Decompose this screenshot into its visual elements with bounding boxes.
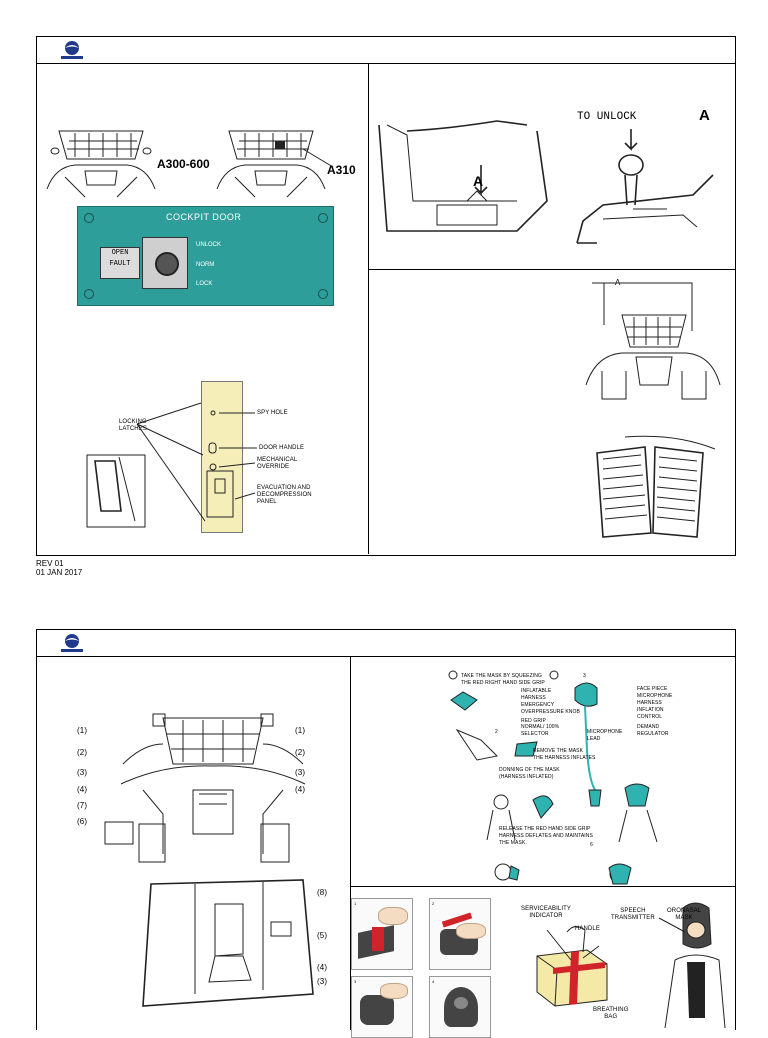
locking-latches-callout: LOCKING LATCHES <box>119 419 147 432</box>
pbe-step-3-photo: 3 <box>351 976 413 1038</box>
pbe-person-sketch <box>658 902 726 1029</box>
callout-right-2: (2) <box>295 748 306 757</box>
mask-step-5: RELEASE THE RED HAND SIDE GRIP HARNESS D… <box>499 826 593 846</box>
mechanical-override-callout: MECHANICAL OVERRIDE <box>257 457 298 470</box>
switch-lock-label: LOCK <box>196 281 213 287</box>
page-two: (1) (2) (3) (4) (7) (6) (1) (2) (3) (4) … <box>36 629 736 1038</box>
mask-emergency-knob: EMERGENCY OVERPRESSURE KNOB <box>521 702 580 715</box>
pbe-speech-transmitter: SPEECH TRANSMITTER <box>611 908 655 921</box>
label-a300-600: A300-600 <box>157 157 210 171</box>
revision-date: 01 JAN 2017 <box>36 568 83 577</box>
cockpit-overview-sketch <box>585 282 721 400</box>
callout-left-3: (3) <box>77 768 88 777</box>
view-a-title: A <box>699 107 710 124</box>
fault-legend: FAULT <box>109 260 131 268</box>
page-header <box>37 630 735 657</box>
unlock-knob-sketch <box>576 129 714 244</box>
pbe-box-sketch <box>536 926 608 1007</box>
revision-number: REV 01 <box>36 559 64 568</box>
pbe-step-4-photo: 4 <box>429 976 491 1038</box>
callout-lower-4: (4) <box>317 963 328 972</box>
open-legend: OPEN <box>111 249 129 257</box>
mask-microphone: MICROPHONE <box>637 693 673 699</box>
callout-lower-5: (5) <box>317 931 328 940</box>
door-details-sketch <box>86 402 257 528</box>
mask-red-grip: RED GRIP <box>521 718 546 724</box>
callout-left-1: (1) <box>77 726 88 735</box>
switch-unlock-label: UNLOCK <box>196 242 222 248</box>
airline-logo <box>61 41 83 59</box>
pbe-breathing-bag: BREATHING BAG <box>593 1007 629 1020</box>
spy-hole-callout: SPY HOLE <box>257 410 288 416</box>
divider-horizontal <box>368 269 735 270</box>
mask-normal-selector: NORMAL/ 100% SELECTOR <box>521 724 560 737</box>
panel-title: COCKPIT DOOR <box>166 212 242 222</box>
callout-lower-3: (3) <box>317 977 328 986</box>
mask-demand-regulator: DEMAND REGULATOR <box>637 724 669 737</box>
label-a310: A310 <box>327 163 356 177</box>
callout-left-2: (2) <box>77 748 88 757</box>
door-handle-callout: DOOR HANDLE <box>259 445 305 451</box>
divider-vertical <box>350 656 351 1030</box>
cockpit-door-panel: COCKPIT DOOR OPEN FAULT UNLOCK NORM LOCK <box>77 206 334 306</box>
callout-left-4: (4) <box>77 785 88 794</box>
callout-lower-8: (8) <box>317 888 328 897</box>
callout-right-1: (1) <box>295 726 306 735</box>
revision-info: REV 01 01 JAN 2017 <box>36 559 82 577</box>
door-toggle-switch[interactable] <box>142 237 188 289</box>
evacuation-panel-callout: EVACUATION AND DECOMPRESSION PANEL <box>257 485 312 505</box>
page-one: A300-600 A310 COCKPIT DOOR OPEN FAULT UN… <box>36 36 736 556</box>
callout-left-7: (7) <box>77 801 88 810</box>
a310-cockpit-sketch <box>216 130 334 198</box>
oxygen-mask-sketch <box>448 670 658 885</box>
a300-cockpit-sketch <box>46 130 156 198</box>
mask-step-6-number: 6 <box>590 842 593 848</box>
mask-step-3-number: 3 <box>583 673 586 679</box>
mask-harness-inflation: HARNESS INFLATION CONTROL <box>637 700 664 720</box>
view-a-marker-left: A <box>473 173 484 189</box>
pbe-oronasal-mask: ORONASAL MASK <box>667 908 702 921</box>
open-fault-button[interactable]: OPEN FAULT <box>100 247 140 279</box>
callout-right-4: (4) <box>295 785 306 794</box>
divider-vertical <box>368 63 369 554</box>
mask-microphone-lead: MICROPHONE LEAD <box>587 729 623 742</box>
door-seal-sketch <box>596 435 716 538</box>
mask-step-4: DONNING OF THE MASK (HARNESS INFLATED) <box>499 767 560 780</box>
door-panel-illustration <box>201 381 243 533</box>
divider-horizontal <box>350 886 735 887</box>
cockpit-interior-sketch <box>104 713 314 1007</box>
to-unlock-label: TO UNLOCK <box>577 111 637 123</box>
callout-right-3: (3) <box>295 768 306 777</box>
page-header <box>37 37 735 64</box>
pbe-step-1-photo: 1 <box>351 898 413 970</box>
pbe-step-2-photo: 2 <box>429 898 491 970</box>
switch-norm-label: NORM <box>196 262 215 268</box>
pbe-serviceability-indicator: SERVICEABILITY INDICATOR <box>521 906 571 919</box>
airline-logo <box>61 634 83 652</box>
mask-step-2-number: 2 <box>495 729 498 735</box>
mask-remove-step: REMOVE THE MASK THE HARNESS INFLATES <box>533 748 596 761</box>
mask-inflatable-harness: INFLATABLE HARNESS <box>521 688 552 701</box>
door-frame-sketch <box>378 120 548 232</box>
mask-step-1: TAKE THE MASK BY SQUEEZING THE RED RIGHT… <box>461 673 545 686</box>
callout-left-6: (6) <box>77 817 88 826</box>
pbe-handle: HANDLE <box>575 926 600 932</box>
mask-face-piece: FACE PIECE <box>637 686 668 692</box>
